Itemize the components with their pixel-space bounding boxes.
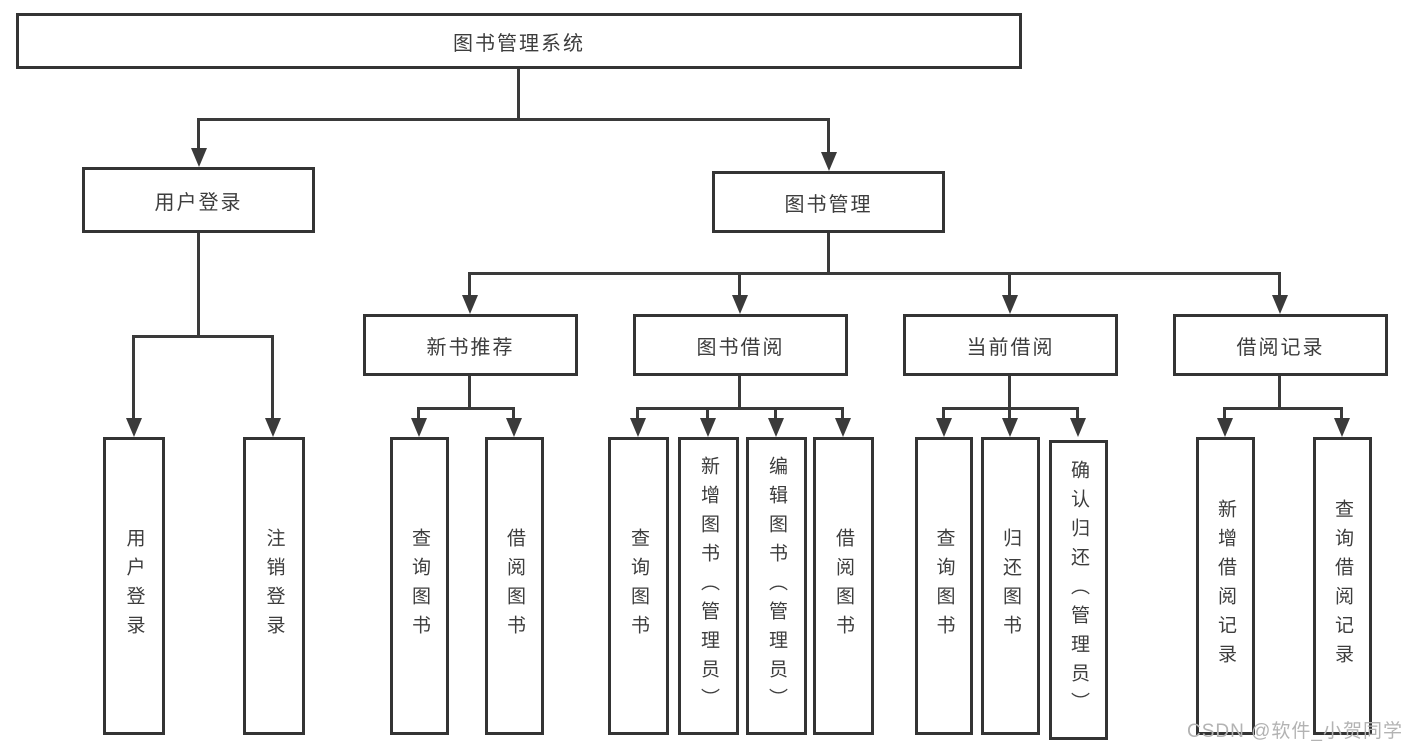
connector-groupA-stem2 [512, 407, 515, 421]
connector-groupA-stem1 [417, 407, 420, 421]
connector-groupC-stem2 [1008, 407, 1011, 421]
leaf-query-books-current-label: 查询图书 [933, 528, 955, 644]
connector-bookmgmt-stem [827, 118, 830, 156]
arrowhead-groupC-leaf2 [1002, 418, 1018, 437]
connector-groupB-stem1 [636, 407, 639, 421]
connector-current-stem [1008, 272, 1011, 298]
connector-groupA-stub [468, 375, 471, 409]
leaf-borrow-books-rec: 借阅图书 [485, 437, 544, 735]
connector-records-stem [1278, 272, 1281, 298]
connector-groupC-stub [1008, 376, 1011, 409]
node-root: 图书管理系统 [16, 13, 1022, 69]
connector-login-leaf-stem [132, 335, 135, 420]
connector-logout-leaf-stem [271, 335, 274, 420]
leaf-add-borrow-record-label: 新增借阅记录 [1215, 499, 1236, 673]
connector-groupC-stem1 [942, 407, 945, 421]
leaf-user-login: 用户登录 [103, 437, 165, 735]
arrowhead-newbook [462, 295, 478, 314]
arrowhead-logout-leaf [265, 418, 281, 437]
node-current-borrow: 当前借阅 [903, 314, 1118, 376]
leaf-return-books-label: 归还图书 [1000, 528, 1021, 644]
arrowhead-groupD-leaf1 [1217, 418, 1233, 437]
arrowhead-bookmgmt [821, 152, 837, 171]
connector-groupB-hline [636, 407, 844, 410]
leaf-query-books-borrow: 查询图书 [608, 437, 669, 735]
arrowhead-groupA-leaf1 [411, 418, 427, 437]
connector-groupB-stem4 [841, 407, 844, 421]
connector-userlogin-hline [132, 335, 274, 338]
node-book-mgmt-label: 图书管理 [784, 193, 873, 216]
leaf-borrow-books: 借阅图书 [813, 437, 874, 735]
connector-borrowmod-stem [738, 272, 741, 298]
connector-groupD-stem1 [1223, 407, 1226, 421]
leaf-add-borrow-record: 新增借阅记录 [1196, 437, 1255, 735]
leaf-edit-books-admin-label: 编辑图书（管理员） [766, 455, 787, 717]
arrowhead-groupB-leaf2 [700, 418, 716, 437]
connector-newbook-stem [468, 272, 471, 298]
leaf-user-login-label: 用户登录 [123, 528, 145, 644]
node-new-book-rec: 新书推荐 [363, 314, 578, 376]
arrowhead-borrowmod [732, 295, 748, 314]
connector-level3-hline [468, 272, 1281, 275]
connector-groupB-stem3 [774, 407, 777, 421]
leaf-confirm-return-admin-label: 确认归还（管理员） [1068, 459, 1089, 721]
connector-groupB-stem2 [706, 407, 709, 421]
node-current-borrow-label: 当前借阅 [966, 336, 1055, 359]
leaf-query-books-current: 查询图书 [915, 437, 973, 735]
leaf-edit-books-admin: 编辑图书（管理员） [746, 437, 807, 735]
connector-groupD-stub [1278, 376, 1281, 409]
leaf-confirm-return-admin: 确认归还（管理员） [1049, 440, 1108, 740]
arrowhead-groupB-leaf4 [835, 418, 851, 437]
arrowhead-records [1272, 295, 1288, 314]
connector-groupB-stub [738, 375, 741, 409]
leaf-query-borrow-record-label: 查询借阅记录 [1332, 499, 1353, 673]
connector-groupD-stem2 [1340, 407, 1343, 421]
connector-level2-hline [197, 118, 830, 121]
arrowhead-groupA-leaf2 [506, 418, 522, 437]
arrowhead-groupB-leaf3 [768, 418, 784, 437]
leaf-return-books: 归还图书 [981, 437, 1040, 735]
arrowhead-groupD-leaf2 [1334, 418, 1350, 437]
arrowhead-groupB-leaf1 [630, 418, 646, 437]
arrowhead-login-leaf [126, 418, 142, 437]
connector-userlogin-stub [197, 233, 200, 337]
arrowhead-groupC-leaf3 [1070, 418, 1086, 437]
arrowhead-current [1002, 295, 1018, 314]
leaf-borrow-books-rec-label: 借阅图书 [504, 528, 525, 644]
connector-bookmgmt-stub [827, 233, 830, 274]
node-root-label: 图书管理系统 [453, 32, 585, 55]
node-user-login-label: 用户登录 [154, 191, 243, 214]
connector-groupC-stem3 [1076, 407, 1079, 421]
leaf-query-books-rec: 查询图书 [390, 437, 449, 735]
node-borrow-records-label: 借阅记录 [1236, 336, 1325, 359]
node-book-borrow: 图书借阅 [633, 314, 848, 376]
connector-root-stub [517, 68, 520, 120]
node-new-book-rec-label: 新书推荐 [426, 336, 515, 359]
leaf-query-books-borrow-label: 查询图书 [628, 528, 649, 644]
node-book-borrow-label: 图书借阅 [696, 336, 785, 359]
connector-groupD-hline [1223, 407, 1343, 410]
leaf-logout-login-label: 注销登录 [263, 528, 285, 644]
leaf-add-books-admin-label: 新增图书（管理员） [698, 455, 719, 717]
node-borrow-records: 借阅记录 [1173, 314, 1388, 376]
node-book-mgmt: 图书管理 [712, 171, 945, 233]
leaf-add-books-admin: 新增图书（管理员） [678, 437, 739, 735]
leaf-logout-login: 注销登录 [243, 437, 305, 735]
connector-groupA-hline [417, 407, 515, 410]
node-user-login: 用户登录 [82, 167, 315, 233]
leaf-query-books-rec-label: 查询图书 [409, 528, 430, 644]
arrowhead-userlogin [191, 148, 207, 167]
arrowhead-groupC-leaf1 [936, 418, 952, 437]
leaf-query-borrow-record: 查询借阅记录 [1313, 437, 1372, 735]
csdn-watermark: CSDN @软件_小贺同学 [1187, 721, 1403, 742]
connector-userlogin-stem [197, 118, 200, 152]
leaf-borrow-books-label: 借阅图书 [833, 528, 854, 644]
